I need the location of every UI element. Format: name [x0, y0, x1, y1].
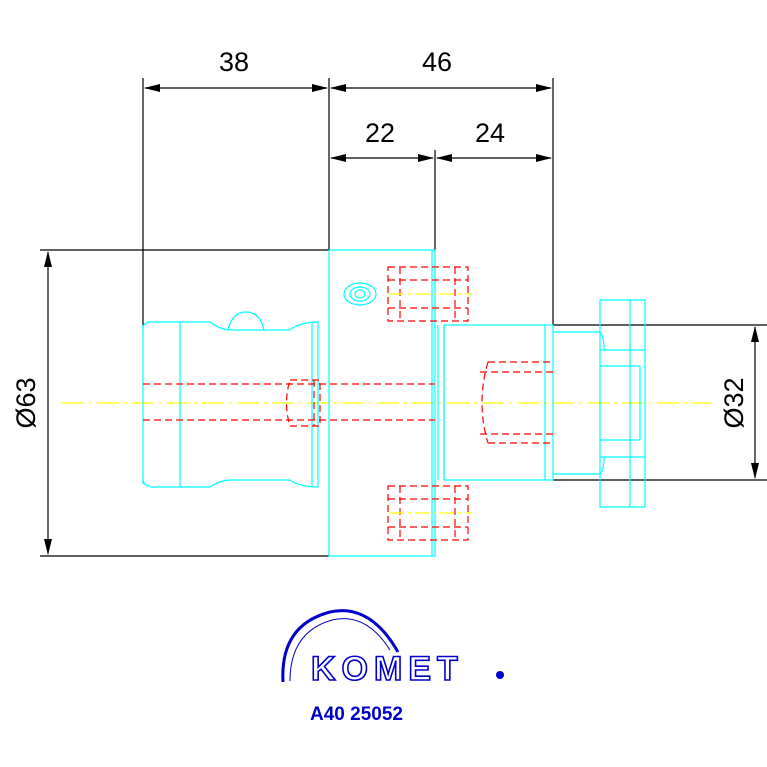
dimension-dia-63: Ø63 — [11, 377, 41, 428]
logo-brand: KOMET — [311, 650, 464, 688]
dimension-38: 38 — [219, 47, 249, 77]
part-outline — [142, 249, 646, 557]
dimension-24: 24 — [475, 118, 505, 148]
dimension-22: 22 — [365, 118, 395, 148]
logo-arc — [281, 609, 400, 683]
dimension-46: 46 — [422, 47, 452, 77]
dimension-dia-32: Ø32 — [719, 377, 749, 428]
part-number: A40 25052 — [310, 704, 403, 725]
logo-arc-inner — [289, 618, 391, 682]
komet-logo: KOMET — [281, 609, 504, 689]
registered-mark — [496, 671, 504, 679]
dimension-lines — [40, 78, 767, 557]
